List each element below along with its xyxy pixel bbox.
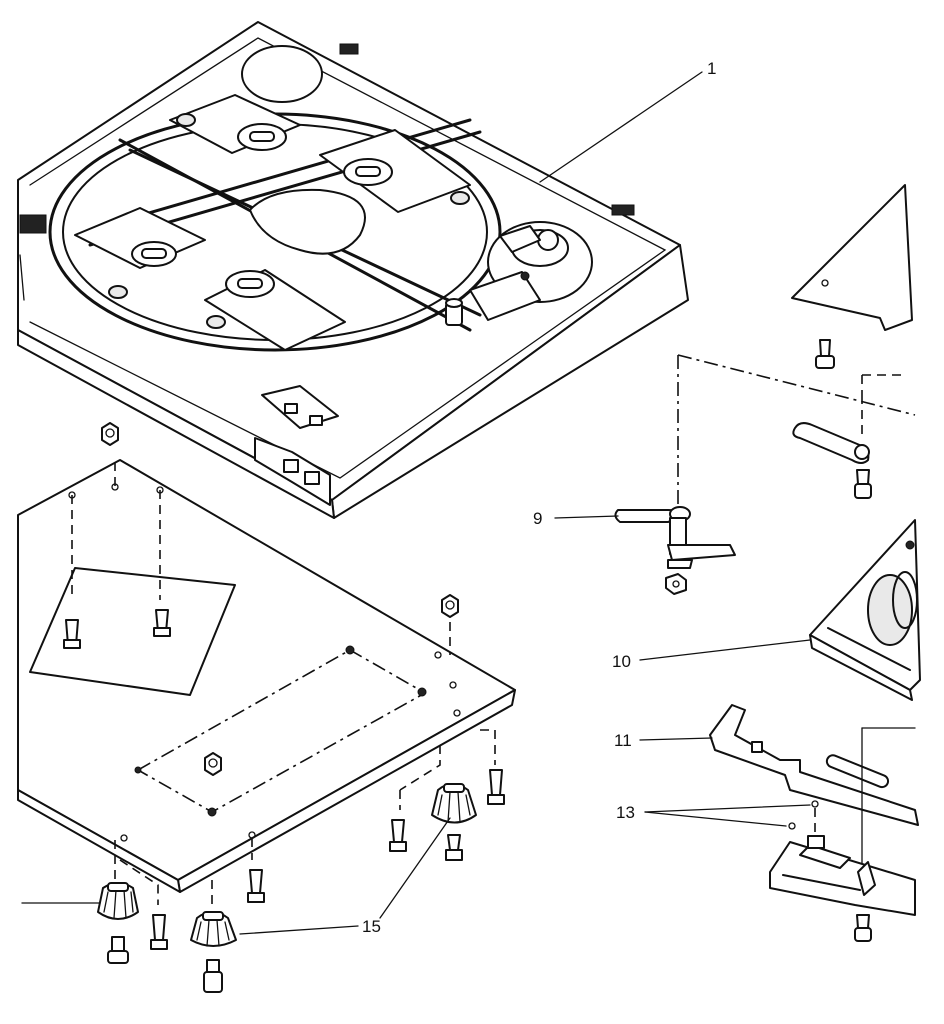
base-plate xyxy=(17,459,516,905)
screw xyxy=(203,959,223,993)
screw xyxy=(247,869,265,903)
part-10-tray xyxy=(809,519,921,701)
bottom-block xyxy=(769,835,916,942)
screw xyxy=(107,936,129,964)
callout-1: 1 xyxy=(707,59,716,78)
leader-lines xyxy=(21,71,811,935)
fasteners xyxy=(63,422,505,993)
right-assembly xyxy=(614,184,921,942)
callout-15: 15 xyxy=(362,917,381,936)
screw xyxy=(445,834,463,861)
nut xyxy=(441,594,459,618)
foot xyxy=(97,882,139,920)
screw xyxy=(153,609,171,637)
screw xyxy=(150,914,168,950)
foot xyxy=(431,783,477,824)
part-9-bracket xyxy=(614,506,736,595)
callout-10: 10 xyxy=(612,652,631,671)
turntable-cabinet xyxy=(17,21,689,519)
foot xyxy=(190,911,237,947)
screw xyxy=(389,819,407,852)
screw xyxy=(487,769,505,805)
callout-11: 11 xyxy=(614,731,632,750)
nut xyxy=(101,422,119,446)
rubber-feet xyxy=(97,783,477,947)
callout-13: 13 xyxy=(616,803,635,822)
screw xyxy=(63,619,81,649)
part-11-slider xyxy=(709,704,919,901)
callout-9: 9 xyxy=(533,509,542,528)
nut xyxy=(204,752,222,776)
